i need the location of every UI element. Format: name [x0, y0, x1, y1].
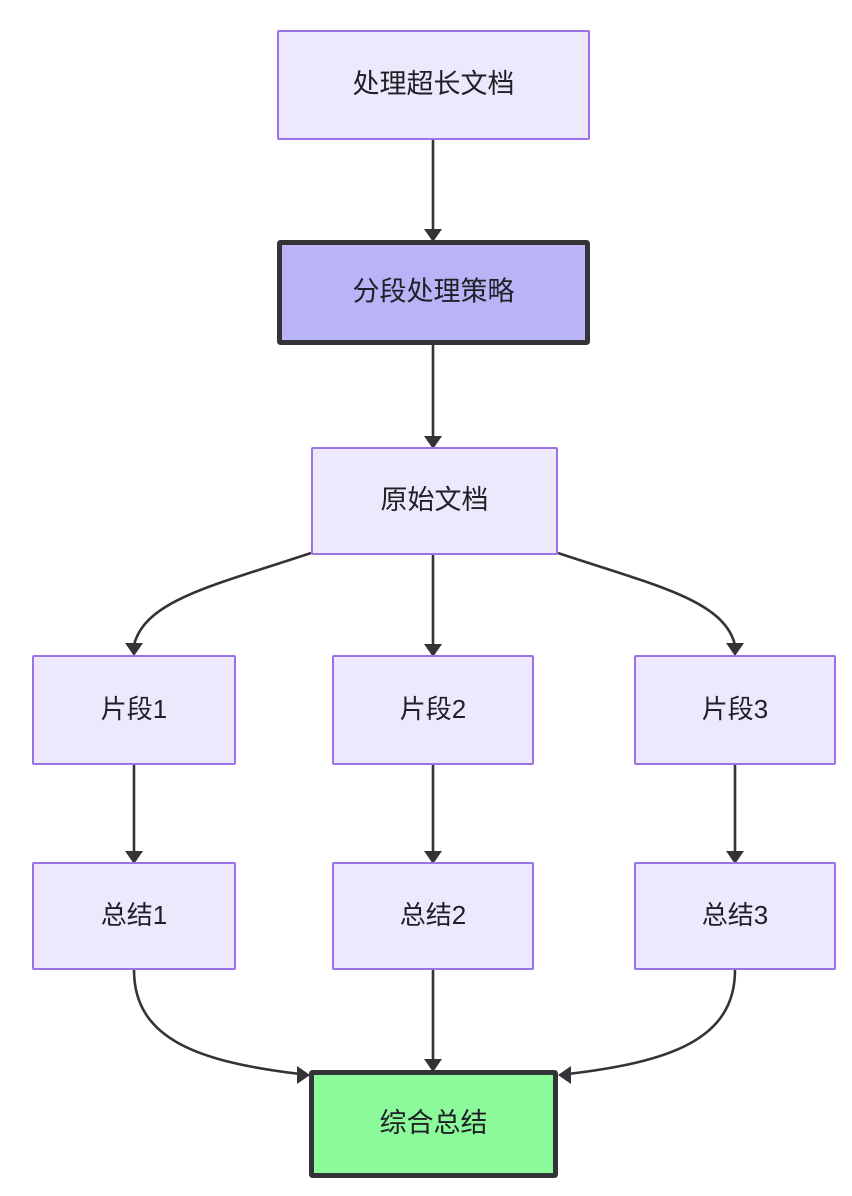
edge-summary-1-to-final-summary [132, 969, 310, 1084]
node-strategy[interactable]: 分段处理策略 [277, 240, 590, 345]
edge-line [557, 551, 737, 646]
node-label: 分段处理策略 [353, 277, 515, 307]
edge-summary-3-to-final-summary [558, 969, 737, 1084]
node-box[interactable] [32, 862, 236, 970]
node-label: 总结1 [101, 900, 167, 930]
edge-line [567, 969, 737, 1076]
node-chunk-1[interactable]: 片段1 [32, 655, 236, 765]
node-box[interactable] [32, 655, 236, 765]
node-label: 处理超长文档 [353, 69, 515, 99]
node-box[interactable] [332, 862, 534, 970]
edge-source-doc-to-chunk-3 [557, 551, 744, 656]
node-label: 片段3 [702, 694, 768, 724]
node-box[interactable] [634, 655, 836, 765]
node-chunk-3[interactable]: 片段3 [634, 655, 836, 765]
node-box[interactable] [277, 240, 590, 345]
node-label: 总结3 [702, 900, 768, 930]
edge-source-doc-to-chunk-2 [424, 555, 442, 657]
edge-source-doc-to-chunk-1 [125, 551, 312, 656]
node-label: 片段2 [400, 694, 466, 724]
node-final-summary[interactable]: 综合总结 [309, 1070, 558, 1178]
node-label: 总结2 [400, 900, 466, 930]
node-label: 原始文档 [381, 485, 489, 515]
arrowhead-icon [558, 1066, 571, 1084]
arrowhead-icon [125, 643, 143, 656]
node-summary-3[interactable]: 总结3 [634, 862, 836, 970]
edge-strategy-to-source-doc [424, 345, 442, 449]
arrowhead-icon [424, 644, 442, 657]
node-label: 综合总结 [380, 1108, 488, 1138]
edge-line [132, 551, 312, 646]
edge-doc-root-to-strategy [424, 140, 442, 242]
node-source-doc[interactable]: 原始文档 [311, 447, 558, 555]
edge-line [132, 969, 301, 1076]
node-box[interactable] [311, 447, 558, 555]
arrowhead-icon [424, 436, 442, 449]
edges-layer [125, 140, 744, 1084]
arrowhead-icon [424, 851, 442, 864]
node-label: 片段1 [101, 694, 167, 724]
node-box[interactable] [309, 1070, 558, 1178]
arrowhead-icon [424, 229, 442, 242]
arrowhead-icon [424, 1059, 442, 1072]
arrowhead-icon [125, 851, 143, 864]
arrowhead-icon [726, 643, 744, 656]
node-box[interactable] [634, 862, 836, 970]
node-doc-root[interactable]: 处理超长文档 [277, 30, 590, 140]
node-box[interactable] [332, 655, 534, 765]
arrowhead-icon [297, 1066, 310, 1084]
edge-chunk-3-to-summary-3 [726, 765, 744, 864]
node-chunk-2[interactable]: 片段2 [332, 655, 534, 765]
node-summary-2[interactable]: 总结2 [332, 862, 534, 970]
edge-chunk-1-to-summary-1 [125, 765, 143, 864]
node-summary-1[interactable]: 总结1 [32, 862, 236, 970]
edge-summary-2-to-final-summary [424, 970, 442, 1072]
edge-chunk-2-to-summary-2 [424, 765, 442, 864]
arrowhead-icon [726, 851, 744, 864]
node-box[interactable] [277, 30, 590, 140]
